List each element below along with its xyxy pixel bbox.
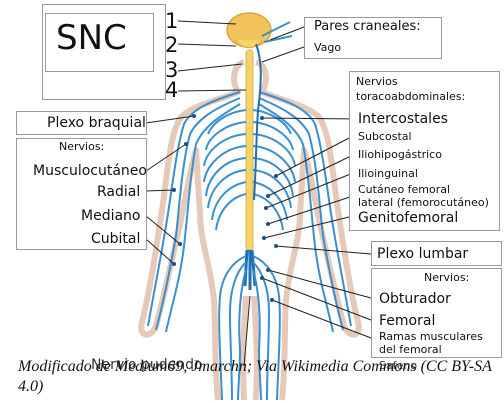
label-number-2: 2 [165, 35, 178, 56]
ulnar-label: Cubital [91, 232, 140, 246]
lateral-femoral-cutaneous-label-2: lateral (femorocutáneo) [358, 197, 489, 208]
genitofemoral-label: Genitofemoral [358, 211, 458, 225]
ilioinguinal-label: Ilioinguinal [358, 168, 418, 179]
intercostal-label: Intercostales [358, 112, 448, 126]
label-number-4: 4 [165, 80, 178, 101]
radial-label: Radial [97, 185, 140, 199]
femoral-muscular-branches-label-1: Ramas musculares [379, 331, 483, 342]
image-caption: Modificado de Medium69, Jmarchn; Via Wik… [18, 357, 498, 397]
median-label: Mediano [81, 209, 141, 223]
vagus-label: Vago [314, 42, 341, 53]
cranial-nerves-title: Pares craneales: [314, 20, 421, 33]
brachial-nerves-subtitle: Nervios: [59, 141, 104, 152]
brachial-plexus-title: Plexo braquial [47, 116, 146, 130]
iliohypogastric-label: Iliohipogástrico [358, 149, 442, 160]
thoracoabdominal-title-2: toracoabdominales: [356, 91, 465, 102]
obturator-label: Obturador [379, 292, 451, 306]
musculocutaneous-label: Musculocutáneo [33, 164, 147, 178]
femoral-label: Femoral [379, 314, 435, 328]
lateral-femoral-cutaneous-label-1: Cutáneo femoral [358, 184, 450, 195]
subcostal-label: Subcostal [358, 131, 412, 142]
snc-title: SNC [56, 21, 127, 55]
lumbar-plexus-title: Plexo lumbar [377, 247, 468, 261]
thoracoabdominal-title-1: Nervios [356, 76, 398, 87]
cerebellum [236, 40, 262, 48]
lumbar-nerves-subtitle: Nervios: [424, 272, 469, 283]
spinal-cord [246, 50, 253, 250]
femoral-muscular-branches-label-2: del femoral [379, 344, 442, 355]
label-number-1: 1 [165, 11, 178, 32]
